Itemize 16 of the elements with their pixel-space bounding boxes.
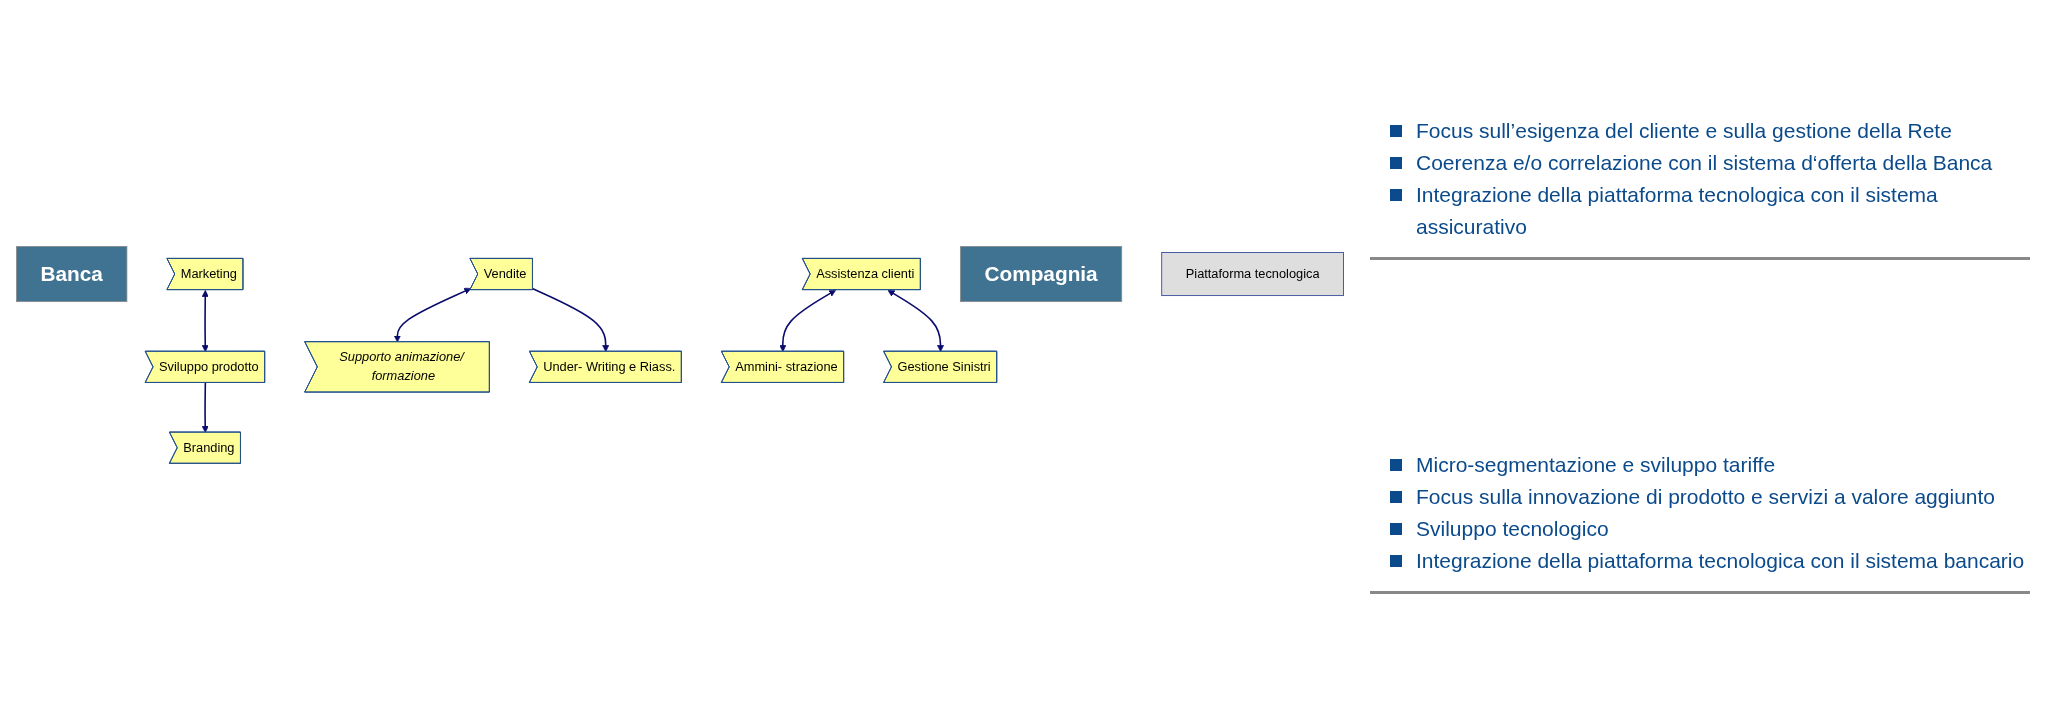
arrow	[532, 287, 610, 352]
bullet-text: Focus sull’esigenza del cliente e sulla gestione della Rete	[1390, 114, 2030, 147]
arrow	[393, 287, 472, 342]
arrow	[779, 289, 836, 352]
arrow	[887, 289, 944, 352]
node-box: Banca	[16, 245, 128, 302]
node-box: Piattaforma tecnologica	[1161, 251, 1344, 296]
bullet-text: Sviluppo tecnologico	[1390, 513, 2030, 546]
bullet-text: Coerenza e/o correlazione con il sistema d‘offerta della Banca	[1390, 146, 2030, 179]
bullet-text: Integrazione della piattaforma tecnologica con il sistema bancario	[1390, 545, 2030, 578]
arrow	[201, 289, 209, 352]
bullet-text: Micro-segmentazione e sviluppo tariffe	[1390, 449, 2030, 482]
arrow	[201, 381, 209, 433]
node-box: Compagnia	[960, 245, 1123, 302]
bullet-text: Integrazione della piattaforma tecnologica con il sistema assicurativo	[1390, 178, 2030, 243]
bullet-text: Focus sulla innovazione di prodotto e servizi a valore aggiunto	[1390, 481, 2030, 514]
